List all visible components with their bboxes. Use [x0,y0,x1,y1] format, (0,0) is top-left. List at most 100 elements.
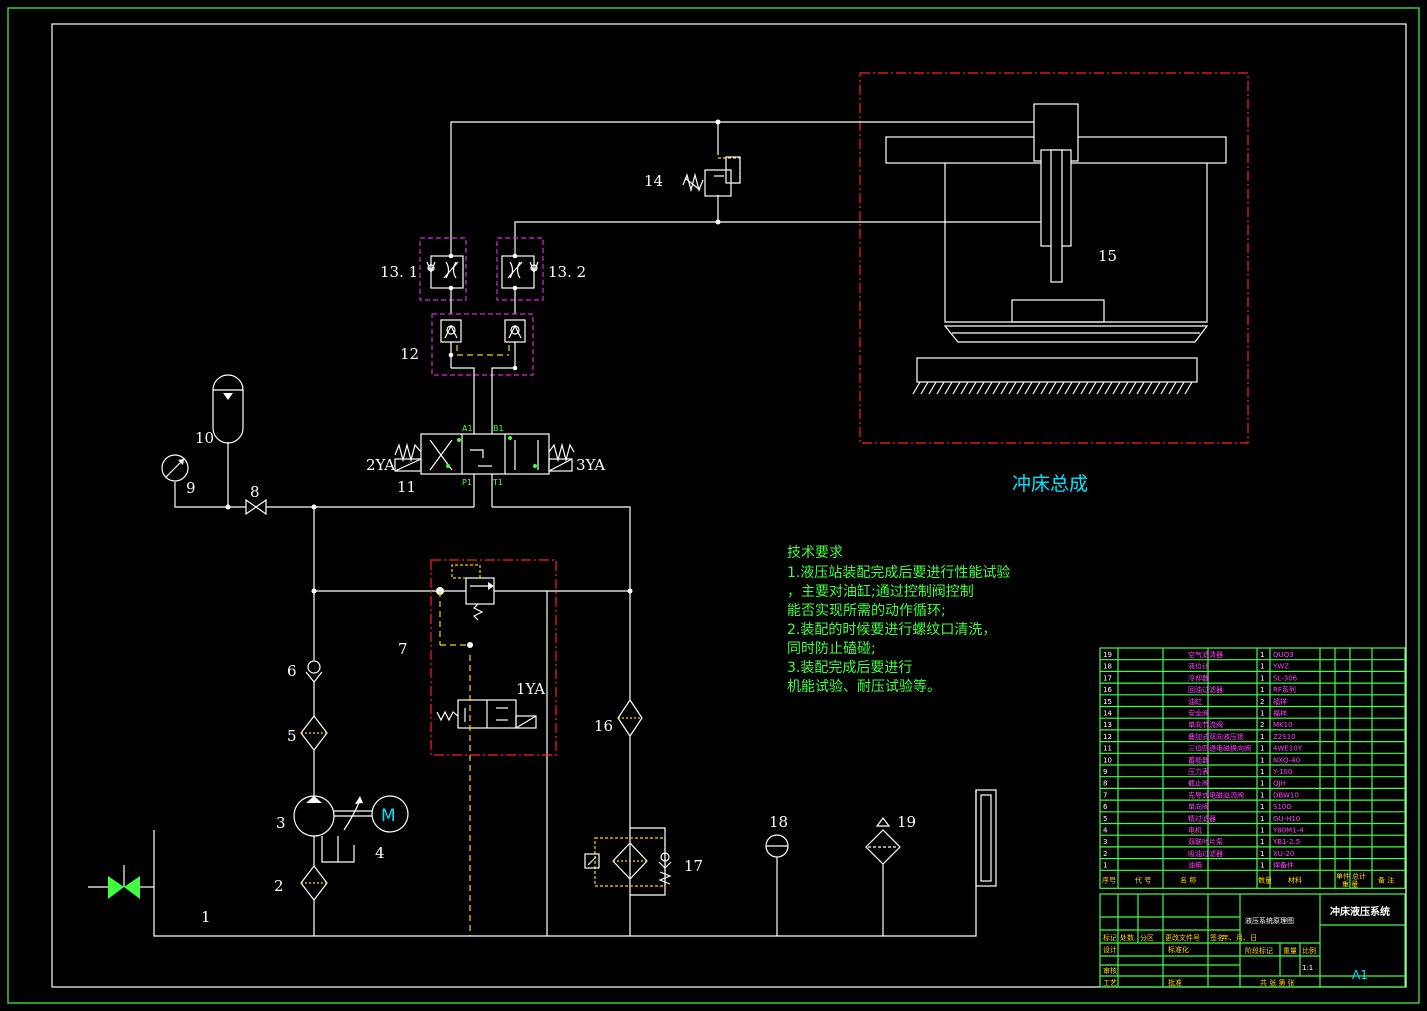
bom-no: 6 [1103,803,1108,811]
bom-model: XU-20 [1273,850,1294,858]
hatch-line [960,381,969,395]
bom-model: SL-306 [1273,674,1298,682]
bom-name: 冷却器 [1188,673,1209,682]
label-18: 18 [769,813,788,831]
svg-text:审核: 审核 [1103,966,1117,975]
check-valve-6 [305,660,323,716]
tech-heading: 技术要求 [787,545,843,561]
bom-model: 4WE10Y [1273,745,1303,753]
bom-no: 11 [1103,745,1112,753]
label-2: 2 [274,877,284,895]
tech-line: 同时防止磕碰; [787,641,876,657]
press-boundary [859,72,1249,444]
bom-header-cell: 总计 [1352,871,1366,880]
junction [715,119,721,125]
level-gauge-18 [765,834,789,936]
bom-header-cell: 备 注 [1378,875,1394,884]
bom-name: 液位计 [1188,662,1209,671]
bom-qty: 1 [1260,674,1264,682]
junction [627,588,633,594]
accumulator-10 [212,374,244,444]
project-name: 冲床液压系统 [1330,905,1390,918]
bom-name: 压力表 [1188,767,1209,776]
bom-name: 安全阀 [1188,709,1209,718]
hatch-line [1096,381,1105,395]
bom-model: 福祥 [1273,697,1287,706]
bom-qty: 1 [1260,663,1264,671]
hatch-line [1104,381,1113,395]
label-3: 3 [276,814,286,832]
label-11: 11 [397,478,416,496]
svg-text:共 张 第 张: 共 张 第 张 [1260,978,1295,987]
label-17: 17 [684,857,703,875]
junction [311,504,317,510]
bom-model: S10G [1273,803,1292,811]
bom-name: 精过滤器 [1188,814,1216,823]
air-breather-19 [865,817,901,936]
bom-qty: 1 [1260,791,1264,799]
svg-text:重量: 重量 [1283,947,1297,955]
hatch-line [1040,381,1049,395]
hatch-line [1000,381,1009,395]
pump-3 [293,795,372,866]
technical-requirements: 技术要求 1.液压站装配完成后要进行性能试验 ，主要对油缸;通过控制阀控制 能否… [787,545,1010,695]
hatch-line [1008,381,1017,395]
relief-valve-7 [430,559,557,936]
hatch-line [1112,381,1121,395]
hatch-line [1024,381,1033,395]
bom-header-cell: 名 称 [1180,875,1196,884]
bom-qty: 1 [1260,780,1264,788]
bom-model: MK10 [1273,721,1293,729]
title-block: 冲床液压系统 液压系统原理图 A1 1:1 标记 处数 分区 更改文件号 签名 … [1099,893,1406,988]
svg-text:年、月、日: 年、月、日 [1222,933,1257,942]
bom-model: Y80M1-4 [1272,827,1304,835]
tech-line: 机能试验、耐压试验等。 [787,678,941,695]
svg-text:处数: 处数 [1120,933,1134,942]
bom-qty: 1 [1260,651,1264,659]
svg-text:工艺: 工艺 [1103,979,1117,987]
bom-frame [1099,647,1406,889]
junction [311,588,317,594]
bom-name: 油缸 [1188,697,1202,706]
tank-1 [88,790,977,937]
bom-qty: 1 [1260,815,1264,823]
hatch-line [1048,381,1057,395]
hatch-line [944,381,953,395]
label-5: 5 [287,727,297,745]
label-3ya: 3YA [576,456,605,474]
label-2ya: 2YA [366,456,395,474]
cooler-17 [584,827,672,896]
label-6: 6 [287,662,297,680]
bom-name: 叠加式双向液压锁 [1188,732,1244,741]
main-lines [174,442,631,936]
bom-qty: 1 [1260,862,1264,870]
hatch-line [976,381,985,395]
bom-no: 13 [1103,721,1112,729]
cylinder-lines [450,121,1041,240]
junction [715,219,721,225]
label-1ya: 1YA [516,680,545,698]
bom-no: 9 [1103,768,1107,776]
hatch-line [920,381,929,395]
bom-no: 8 [1103,780,1107,788]
bom-model: YWZ [1272,663,1289,671]
tank-sight-window [975,789,997,887]
sheet-size: A1 [1352,968,1368,982]
safety-valve-14 [682,156,741,197]
svg-text:标记: 标记 [1103,933,1117,942]
bom-no: 10 [1103,756,1112,764]
bom-qty: 2 [1260,698,1264,706]
bom-no: 4 [1103,827,1108,835]
tech-line: ，主要对油缸;通过控制阀控制 [787,583,974,600]
hatch-line [1128,381,1137,395]
bom-header-cell: 代 号 [1135,875,1151,884]
hatch-line [1160,381,1169,395]
label-13-1: 13. 1 [380,263,418,281]
bom-no: 5 [1103,815,1107,823]
bom-model: YB1-2.5 [1272,838,1300,846]
bom-no: 17 [1103,674,1112,682]
bom-name: 蓄能器 [1188,755,1209,764]
label-19: 19 [897,813,916,831]
stop-valve-8 [245,498,267,516]
scale: 1:1 [1302,964,1313,972]
